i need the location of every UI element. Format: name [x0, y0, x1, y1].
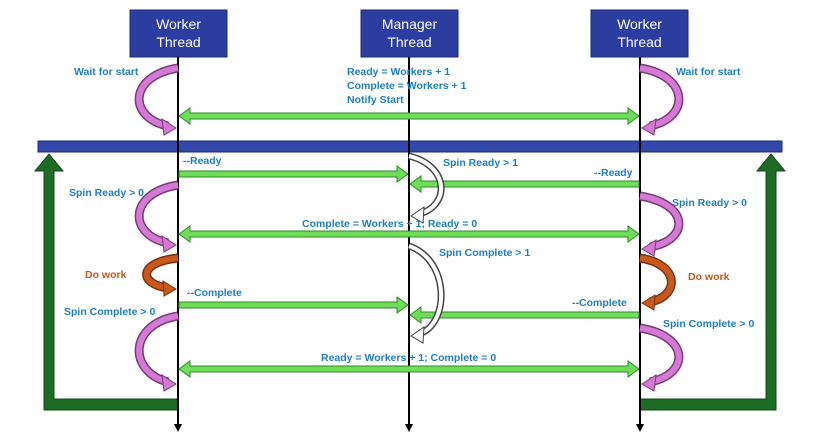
right-thread-line1: Worker — [617, 16, 662, 32]
right-do-work-label: Do work — [688, 271, 730, 283]
reset-complete-arrow — [178, 225, 640, 243]
manager-thread-box: Manager Thread — [360, 9, 459, 58]
right-loop-arrow — [639, 153, 787, 411]
manager-thread-line2: Thread — [387, 34, 431, 50]
right-do-work-curve — [639, 253, 676, 311]
manager-init-label-2: Complete = Workers + 1 — [347, 80, 467, 92]
left-do-work-label: Do work — [85, 269, 127, 281]
manager-spin-complete-curve — [407, 242, 445, 344]
manager-init-label-3: Notify Start — [347, 94, 404, 106]
right-thread-line2: Thread — [617, 34, 661, 50]
left-spin-complete-label: Spin Complete > 0 — [64, 306, 155, 318]
manager-spin-ready-curve — [408, 152, 445, 224]
right-ready-arrow — [409, 175, 640, 193]
left-complete-arrow — [178, 296, 409, 314]
right-spin-complete-label: Spin Complete > 0 — [663, 318, 754, 330]
manager-spin-complete-label: Spin Complete > 1 — [439, 247, 530, 259]
manager-spin-ready-label: Spin Ready > 1 — [443, 157, 518, 169]
right-dec-complete-label: --Complete — [572, 297, 627, 309]
left-spin-ready-curve — [134, 180, 179, 253]
right-spin-complete-curve — [639, 323, 684, 392]
right-thread-box: Worker Thread — [590, 9, 689, 58]
left-dec-ready-label: --Ready — [183, 155, 222, 167]
reset-ready-arrow — [178, 360, 640, 378]
right-complete-arrow — [409, 306, 640, 324]
left-loop-arrow — [33, 153, 179, 411]
reset-complete-label: Complete = Workers + 1; Ready = 0 — [302, 218, 477, 230]
notify-start-arrow — [178, 107, 640, 125]
left-spin-ready-label: Spin Ready > 0 — [69, 187, 144, 199]
left-thread-line1: Worker — [156, 16, 201, 32]
manager-init-label-1: Ready = Workers + 1 — [347, 66, 450, 78]
left-thread-box: Worker Thread — [129, 9, 228, 58]
reset-ready-label: Ready = Workers + 1; Complete = 0 — [321, 352, 496, 364]
left-spin-complete-curve — [134, 311, 179, 392]
right-wait-label: Wait for start — [676, 66, 741, 78]
left-ready-arrow — [178, 165, 409, 183]
right-dec-ready-label: --Ready — [594, 167, 633, 179]
right-spin-ready-label: Spin Ready > 0 — [672, 197, 747, 209]
left-thread-line2: Thread — [156, 34, 200, 50]
right-spin-ready-curve — [639, 191, 684, 257]
left-wait-label: Wait for start — [74, 66, 139, 78]
left-do-work-curve — [142, 253, 179, 297]
left-dec-complete-label: --Complete — [187, 287, 242, 299]
right-wait-curve — [639, 63, 684, 136]
left-wait-curve — [134, 63, 179, 136]
manager-thread-line1: Manager — [382, 16, 438, 32]
